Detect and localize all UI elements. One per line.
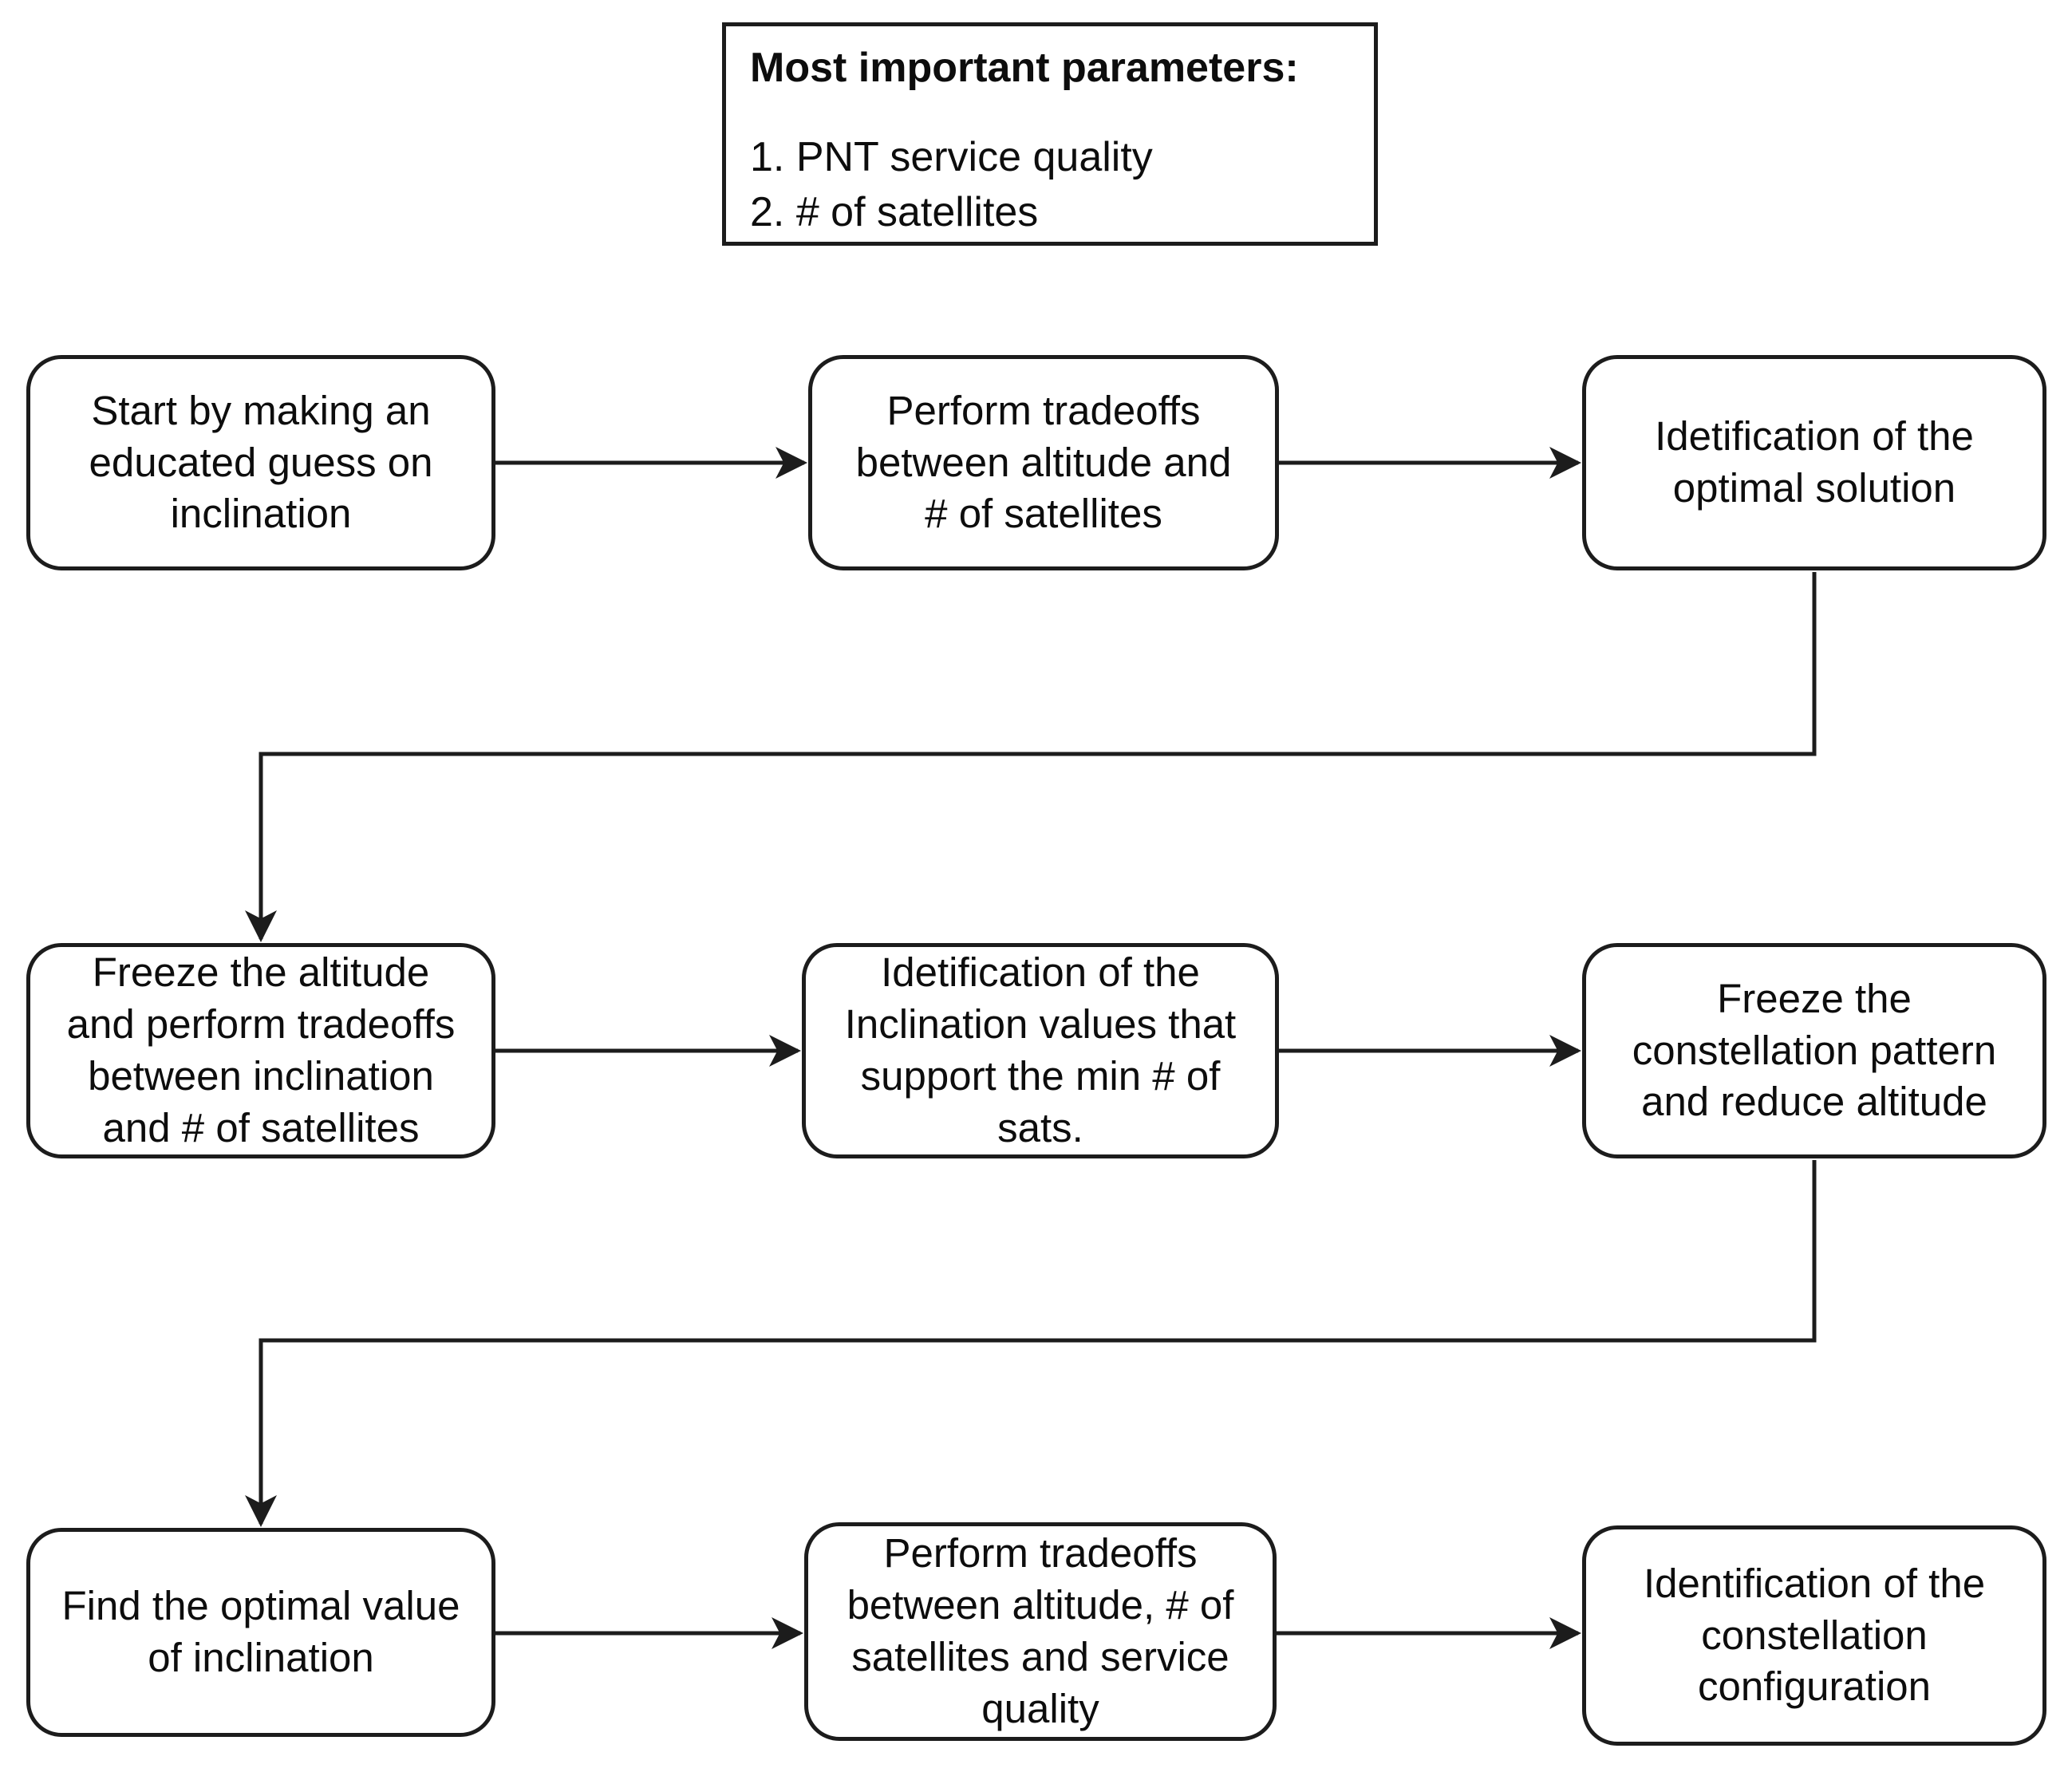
flow-node-identification-inclination-values: Idetification of the Inclination values … bbox=[802, 943, 1279, 1158]
flow-node-tradeoffs-altitude-sats-service: Perform tradeoffs between altitude, # of… bbox=[804, 1522, 1277, 1741]
flow-node-find-optimal-inclination: Find the optimal value of inclination bbox=[26, 1528, 495, 1737]
elbow-freeze-pattern-to-find-optimal bbox=[245, 1160, 1817, 1527]
flow-node-freeze-pattern-reduce-altitude: Freeze the constellation pattern and red… bbox=[1582, 943, 2046, 1158]
flow-node-freeze-altitude-tradeoffs: Freeze the altitude and perform tradeoff… bbox=[26, 943, 495, 1158]
node-label-freeze-pattern-reduce-altitude: Freeze the constellation pattern and red… bbox=[1632, 975, 1997, 1125]
node-label-start-educated-guess: Start by making an educated guess on inc… bbox=[89, 387, 433, 537]
important-parameters-title: Most important parameters: bbox=[750, 45, 1299, 91]
elbow-identification-to-freeze-altitude bbox=[245, 572, 1817, 942]
node-label-tradeoffs-altitude-sats-service: Perform tradeoffs between altitude, # of… bbox=[847, 1530, 1234, 1731]
flow-node-tradeoffs-altitude-numsats: Perform tradeoffs between altitude and #… bbox=[808, 355, 1279, 570]
node-label-find-optimal-inclination: Find the optimal value of inclination bbox=[61, 1583, 460, 1680]
node-label-identification-inclination-values: Idetification of the Inclination values … bbox=[844, 949, 1237, 1150]
node-label-tradeoffs-altitude-numsats: Perform tradeoffs between altitude and #… bbox=[855, 387, 1232, 537]
flow-node-identification-optimal-solution: Idetification of the optimal solution bbox=[1582, 355, 2046, 570]
flow-node-start-educated-guess: Start by making an educated guess on inc… bbox=[26, 355, 495, 570]
important-parameters-list: 1. PNT service quality 2. # of satellite… bbox=[750, 130, 1350, 239]
node-label-freeze-altitude-tradeoffs: Freeze the altitude and perform tradeoff… bbox=[66, 949, 456, 1150]
important-parameters-note: Most important parameters: 1. PNT servic… bbox=[722, 22, 1378, 246]
parameter-item-2: 2. # of satellites bbox=[750, 188, 1039, 235]
flow-node-identification-constellation-config: Identification of the constellation conf… bbox=[1582, 1525, 2046, 1746]
node-label-identification-optimal-solution: Idetification of the optimal solution bbox=[1655, 413, 1974, 511]
node-label-identification-constellation-config: Identification of the constellation conf… bbox=[1643, 1560, 1986, 1710]
parameter-item-1: 1. PNT service quality bbox=[750, 134, 1153, 180]
